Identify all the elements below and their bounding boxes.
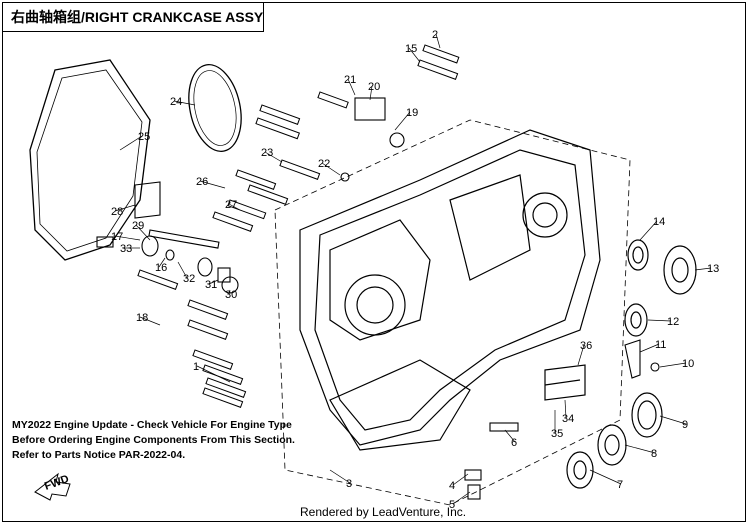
- callout-35: 35: [551, 428, 563, 440]
- leader-line-23: [264, 151, 283, 163]
- callout-20: 20: [368, 81, 380, 93]
- bolts: [137, 44, 460, 408]
- callout-1: 1: [193, 361, 199, 373]
- leader-line-31: [208, 279, 219, 285]
- leader-line-2: [435, 33, 441, 49]
- leader-line-5: [452, 491, 471, 505]
- callout-26: 26: [196, 176, 208, 188]
- callout-17: 17: [111, 231, 123, 243]
- callout-10: 10: [682, 358, 694, 370]
- leader-line-21: [347, 78, 356, 96]
- callout-34: 34: [562, 413, 574, 425]
- left-side-parts: [96, 97, 660, 500]
- notice-line-1: MY2022 Engine Update - Check Vehicle For…: [12, 419, 292, 431]
- callout-16: 16: [155, 262, 167, 274]
- leader-line-7: [589, 469, 622, 485]
- callout-5: 5: [449, 499, 455, 511]
- leader-line-19: [394, 111, 411, 131]
- bearings-seals: [544, 239, 697, 489]
- notice-line-3: Refer to Parts Notice PAR-2022-04.: [12, 449, 186, 461]
- callout-21: 21: [344, 74, 356, 86]
- callout-15: 15: [405, 43, 417, 55]
- leader-line-32: [177, 261, 188, 279]
- callout-27: 27: [225, 199, 237, 211]
- leader-line-4: [452, 473, 469, 486]
- callout-18: 18: [136, 312, 148, 324]
- callout-30: 30: [225, 289, 237, 301]
- callout-24: 24: [170, 96, 182, 108]
- leader-line-10: [659, 362, 687, 368]
- callout-8: 8: [651, 448, 657, 460]
- leader-line-14: [639, 220, 658, 241]
- callout-14: 14: [653, 216, 665, 228]
- callout-3: 3: [346, 478, 352, 490]
- callout-19: 19: [406, 107, 418, 119]
- notice-line-2: Before Ordering Engine Components From T…: [12, 434, 295, 446]
- leader-line-36: [577, 344, 585, 366]
- callout-29: 29: [132, 220, 144, 232]
- gasket-24: [188, 63, 242, 153]
- callout-23: 23: [261, 147, 273, 159]
- callout-13: 13: [707, 263, 719, 275]
- leader-line-22: [321, 162, 341, 176]
- leader-line-11: [639, 343, 660, 353]
- page-title: 右曲轴箱组/RIGHT CRANKCASE ASSY: [2, 2, 264, 32]
- leader-line-34: [564, 399, 567, 419]
- callout-7: 7: [617, 479, 623, 491]
- leader-line-28: [114, 204, 136, 212]
- fwd-arrow-icon: [34, 472, 71, 501]
- footer-credit: Rendered by LeadVenture, Inc.: [300, 505, 467, 519]
- leader-line-20: [369, 85, 373, 101]
- leader-line-1: [196, 365, 231, 383]
- crankcase-body: [299, 129, 601, 451]
- leader-line-17: [114, 235, 141, 241]
- callout-36: 36: [580, 340, 592, 352]
- callout-32: 32: [183, 273, 195, 285]
- leader-line-3: [329, 469, 351, 484]
- callout-4: 4: [449, 480, 455, 492]
- leader-line-16: [158, 257, 166, 268]
- leader-line-12: [647, 319, 672, 322]
- callout-2: 2: [432, 29, 438, 41]
- callout-25: 25: [138, 131, 150, 143]
- leader-line-8: [624, 444, 656, 454]
- leader-line-24: [173, 100, 196, 106]
- leader-line-27: [228, 203, 241, 211]
- callout-6: 6: [511, 437, 517, 449]
- leader-line-30: [228, 289, 231, 295]
- leader-line-26: [199, 180, 226, 189]
- callout-31: 31: [205, 279, 217, 291]
- leader-line-6: [504, 429, 516, 443]
- leader-line-25: [119, 135, 143, 151]
- assembly-outline: [274, 119, 631, 506]
- callout-28: 28: [111, 206, 123, 218]
- callout-11: 11: [655, 339, 666, 351]
- leader-line-9: [659, 415, 687, 425]
- leader-line-29: [135, 224, 151, 241]
- gasket-25: [29, 59, 151, 261]
- engine-update-notice: MY2022 Engine Update - Check Vehicle For…: [12, 418, 295, 463]
- callout-33: 33: [120, 243, 132, 255]
- callout-9: 9: [682, 419, 688, 431]
- leader-line-13: [694, 267, 712, 271]
- callout-12: 12: [667, 316, 679, 328]
- callout-22: 22: [318, 158, 330, 170]
- leader-line-15: [408, 47, 421, 63]
- leader-line-18: [139, 316, 161, 326]
